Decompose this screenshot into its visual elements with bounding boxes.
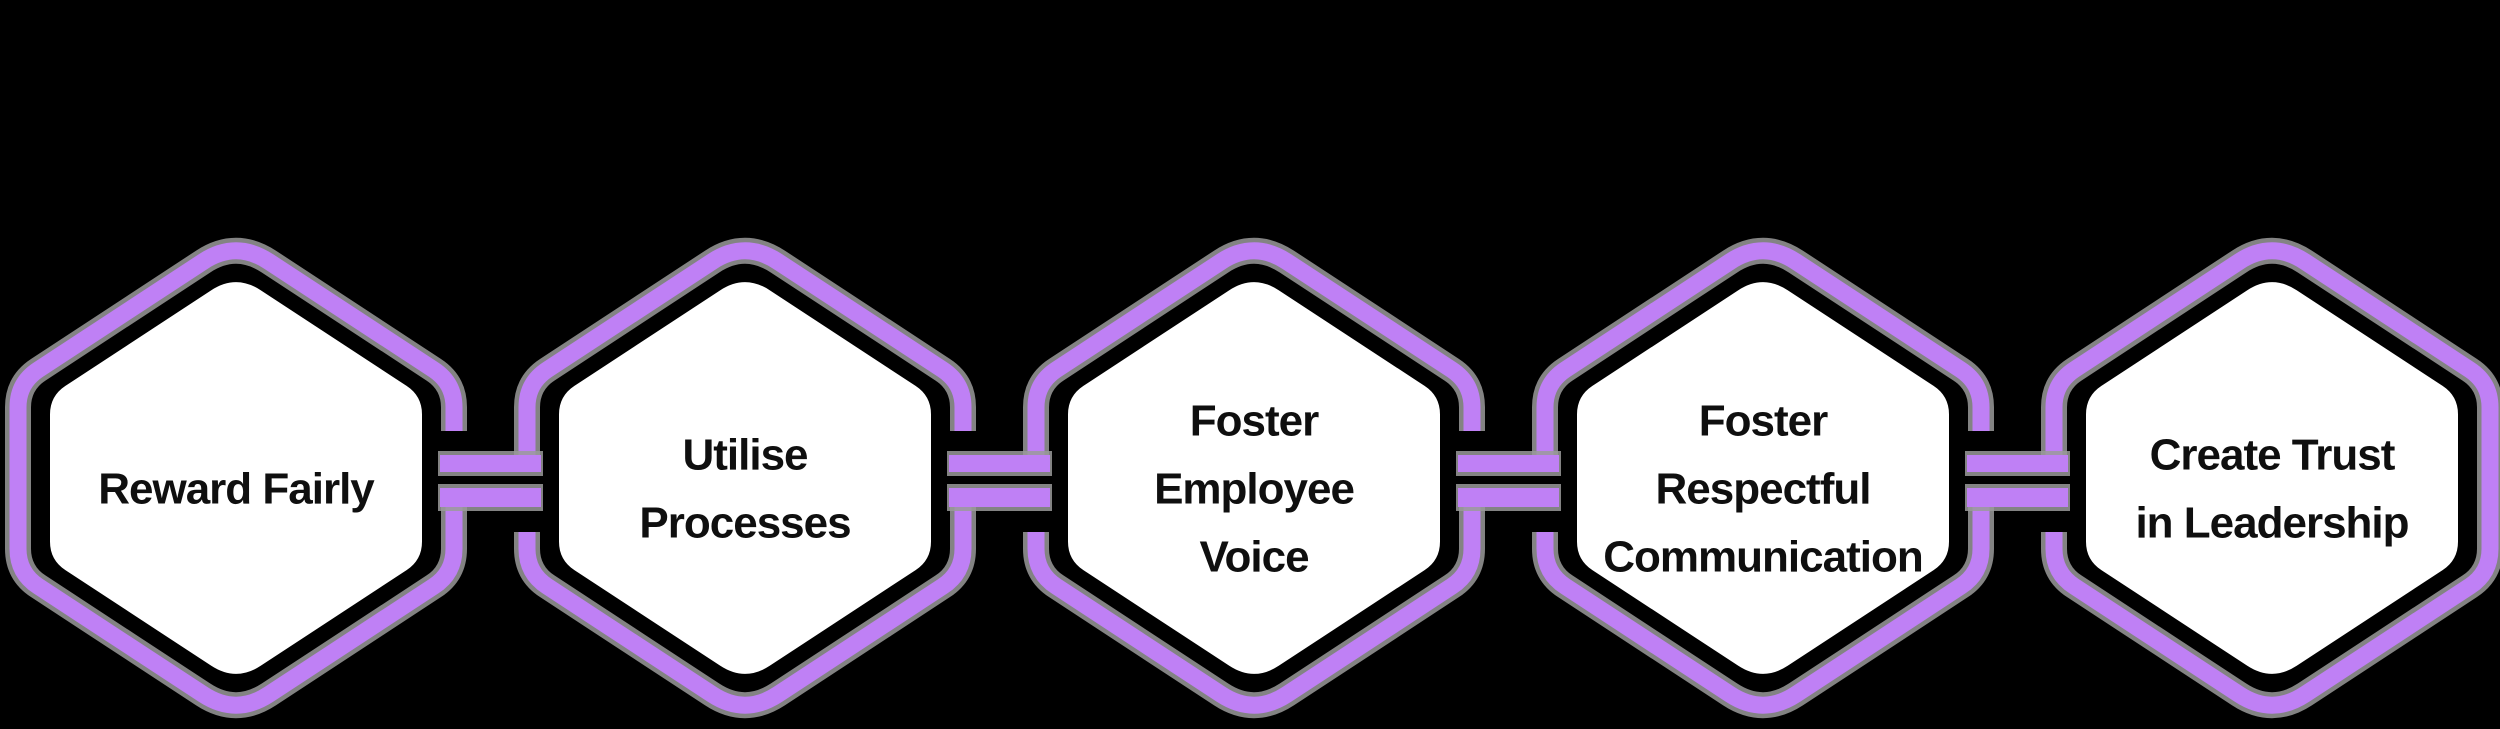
- connector-weave-gap: [1530, 507, 1560, 532]
- connector-foster-respectful-communication-to-create-trust-in-leadership: [1965, 431, 2070, 532]
- hexagon-label-line: Respectful: [1656, 465, 1871, 514]
- connector-bar-top: [949, 455, 1050, 472]
- hexagon-fill: [559, 282, 931, 674]
- hexagon-fill: [1577, 282, 1949, 674]
- hexagon-label-line: in Leadership: [2135, 499, 2408, 548]
- connector-bar-top: [1967, 455, 2068, 472]
- hexagon-fill: [50, 282, 422, 674]
- hexagon-label-line: Utilise: [682, 431, 807, 480]
- hexagon-label-line: Create Trust: [2150, 431, 2396, 480]
- hexagon-label-line: Communication: [1603, 533, 1922, 582]
- connector-weave-gap: [512, 507, 542, 532]
- hexagon-label-line: Foster: [1190, 397, 1319, 446]
- connector-weave-gap: [2039, 507, 2069, 532]
- connector-bar-top: [440, 455, 541, 472]
- hexagon-fill: [2086, 282, 2458, 674]
- connector-utilise-processes-to-foster-employee-voice: [947, 431, 1052, 532]
- hexagon-outline: [9, 242, 463, 714]
- connector-reward-fairly-to-utilise-processes: [438, 431, 543, 532]
- connector-foster-employee-voice-to-foster-respectful-communication: [1456, 431, 1561, 532]
- connector-bar-bottom: [1458, 488, 1559, 507]
- hexagon-label-line: Foster: [1699, 397, 1828, 446]
- hexagon-label-line: Processes: [639, 499, 850, 548]
- hexagon-node-reward-fairly: [5, 237, 467, 719]
- hexagon-fill: [1068, 282, 1440, 674]
- hexagon-label-line: Employee: [1154, 465, 1354, 514]
- connector-bar-bottom: [1967, 488, 2068, 507]
- hexagon-label-line: Voice: [1199, 533, 1308, 582]
- connector-bar-bottom: [949, 488, 1050, 507]
- connector-bar-top: [1458, 455, 1559, 472]
- hexagon-label-line: Reward Fairly: [98, 465, 375, 514]
- connector-weave-gap: [1021, 507, 1051, 532]
- connector-bar-bottom: [440, 488, 541, 507]
